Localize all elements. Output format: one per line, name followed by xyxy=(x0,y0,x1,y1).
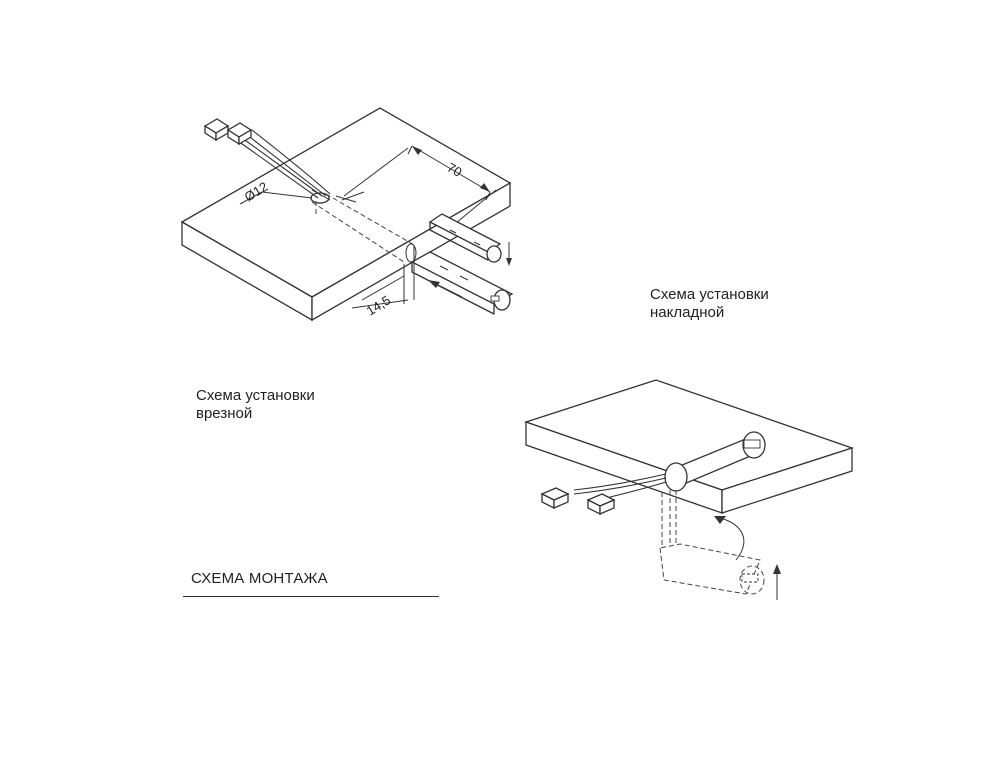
connector-plug xyxy=(203,118,230,142)
overlay-install-drawing xyxy=(523,379,855,600)
page-title: СХЕМА МОНТАЖА xyxy=(191,570,328,587)
connector-plug-2 xyxy=(226,122,253,146)
overlay-sensor-module xyxy=(664,431,766,492)
mortise-install-caption: Схема установки врезной xyxy=(196,387,396,423)
sensor-module xyxy=(410,251,514,315)
mortise-install-drawing: Ø12 70 14,5 xyxy=(180,107,514,322)
panel2-right-side xyxy=(721,447,853,514)
mortise-caption-line-2: врезной xyxy=(196,405,253,422)
distance-label: 70 xyxy=(445,160,465,180)
cable-bundle xyxy=(241,137,323,197)
title-underline xyxy=(183,596,439,597)
overlay-install-caption: Схема установки накладной xyxy=(650,286,850,322)
overlay-cable xyxy=(573,477,667,495)
mortise-caption-line-1: Схема установки xyxy=(196,387,315,404)
overlay-caption-line-2: накладной xyxy=(650,304,725,321)
rotate-arrow xyxy=(719,517,745,561)
sensor-module-alt xyxy=(428,213,502,263)
overlay-caption-line-1: Схема установки xyxy=(650,286,769,303)
overlay-connector xyxy=(540,487,570,510)
overlay-connector-2 xyxy=(586,493,616,516)
